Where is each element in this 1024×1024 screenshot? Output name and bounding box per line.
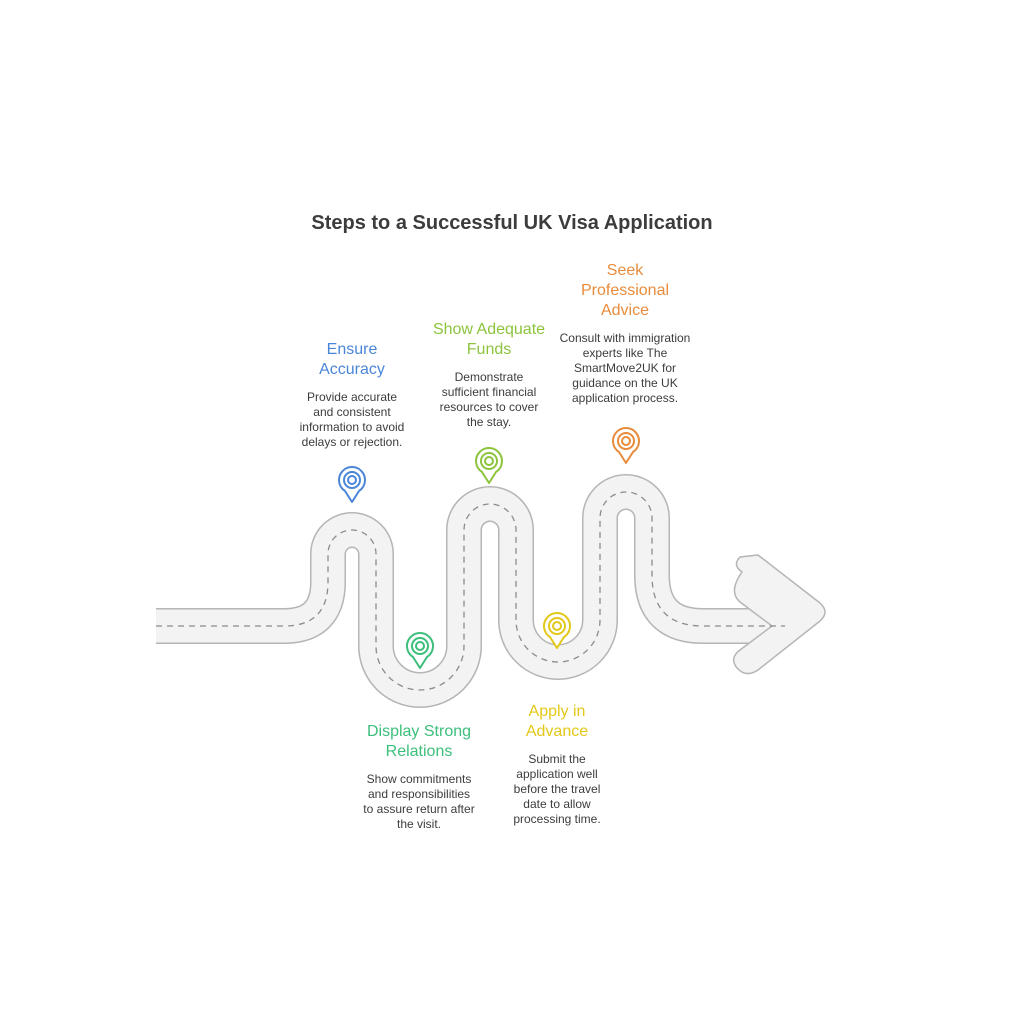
step-description: Show commitments and responsibilities to… (363, 772, 475, 831)
step-heading: Ensure Accuracy (319, 341, 385, 378)
location-pin-icon (338, 466, 366, 503)
step-heading: Apply in Advance (525, 703, 589, 740)
step-ensure-accuracy: Ensure Accuracy Provide accurate and con… (282, 340, 422, 450)
location-pin-icon (543, 612, 571, 649)
step-apply-in-advance: Apply in Advance Submit the application … (492, 702, 622, 827)
road-centre-dashes (156, 491, 785, 691)
road-arrow-head (732, 554, 826, 675)
step-description: Consult with immigration experts like Th… (559, 331, 691, 405)
step-show-adequate-funds: Show Adequate Funds Demonstrate sufficie… (414, 320, 564, 430)
location-pin-icon (475, 447, 503, 484)
step-heading: Seek Professional Advice (580, 262, 670, 319)
step-description: Provide accurate and consistent informat… (299, 390, 405, 449)
step-heading: Display Strong Relations (366, 723, 472, 760)
location-pin-icon (612, 427, 640, 464)
road-surface (156, 475, 790, 707)
location-pin-icon (406, 632, 434, 669)
diagram-title: Steps to a Successful UK Visa Applicatio… (311, 212, 713, 234)
step-seek-professional-advice: Seek Professional Advice Consult with im… (544, 261, 706, 406)
step-description: Demonstrate sufficient financial resourc… (439, 370, 539, 429)
step-description: Submit the application well before the t… (513, 752, 601, 826)
step-display-strong-relations: Display Strong Relations Show commitment… (344, 722, 494, 832)
step-heading: Show Adequate Funds (432, 321, 546, 358)
